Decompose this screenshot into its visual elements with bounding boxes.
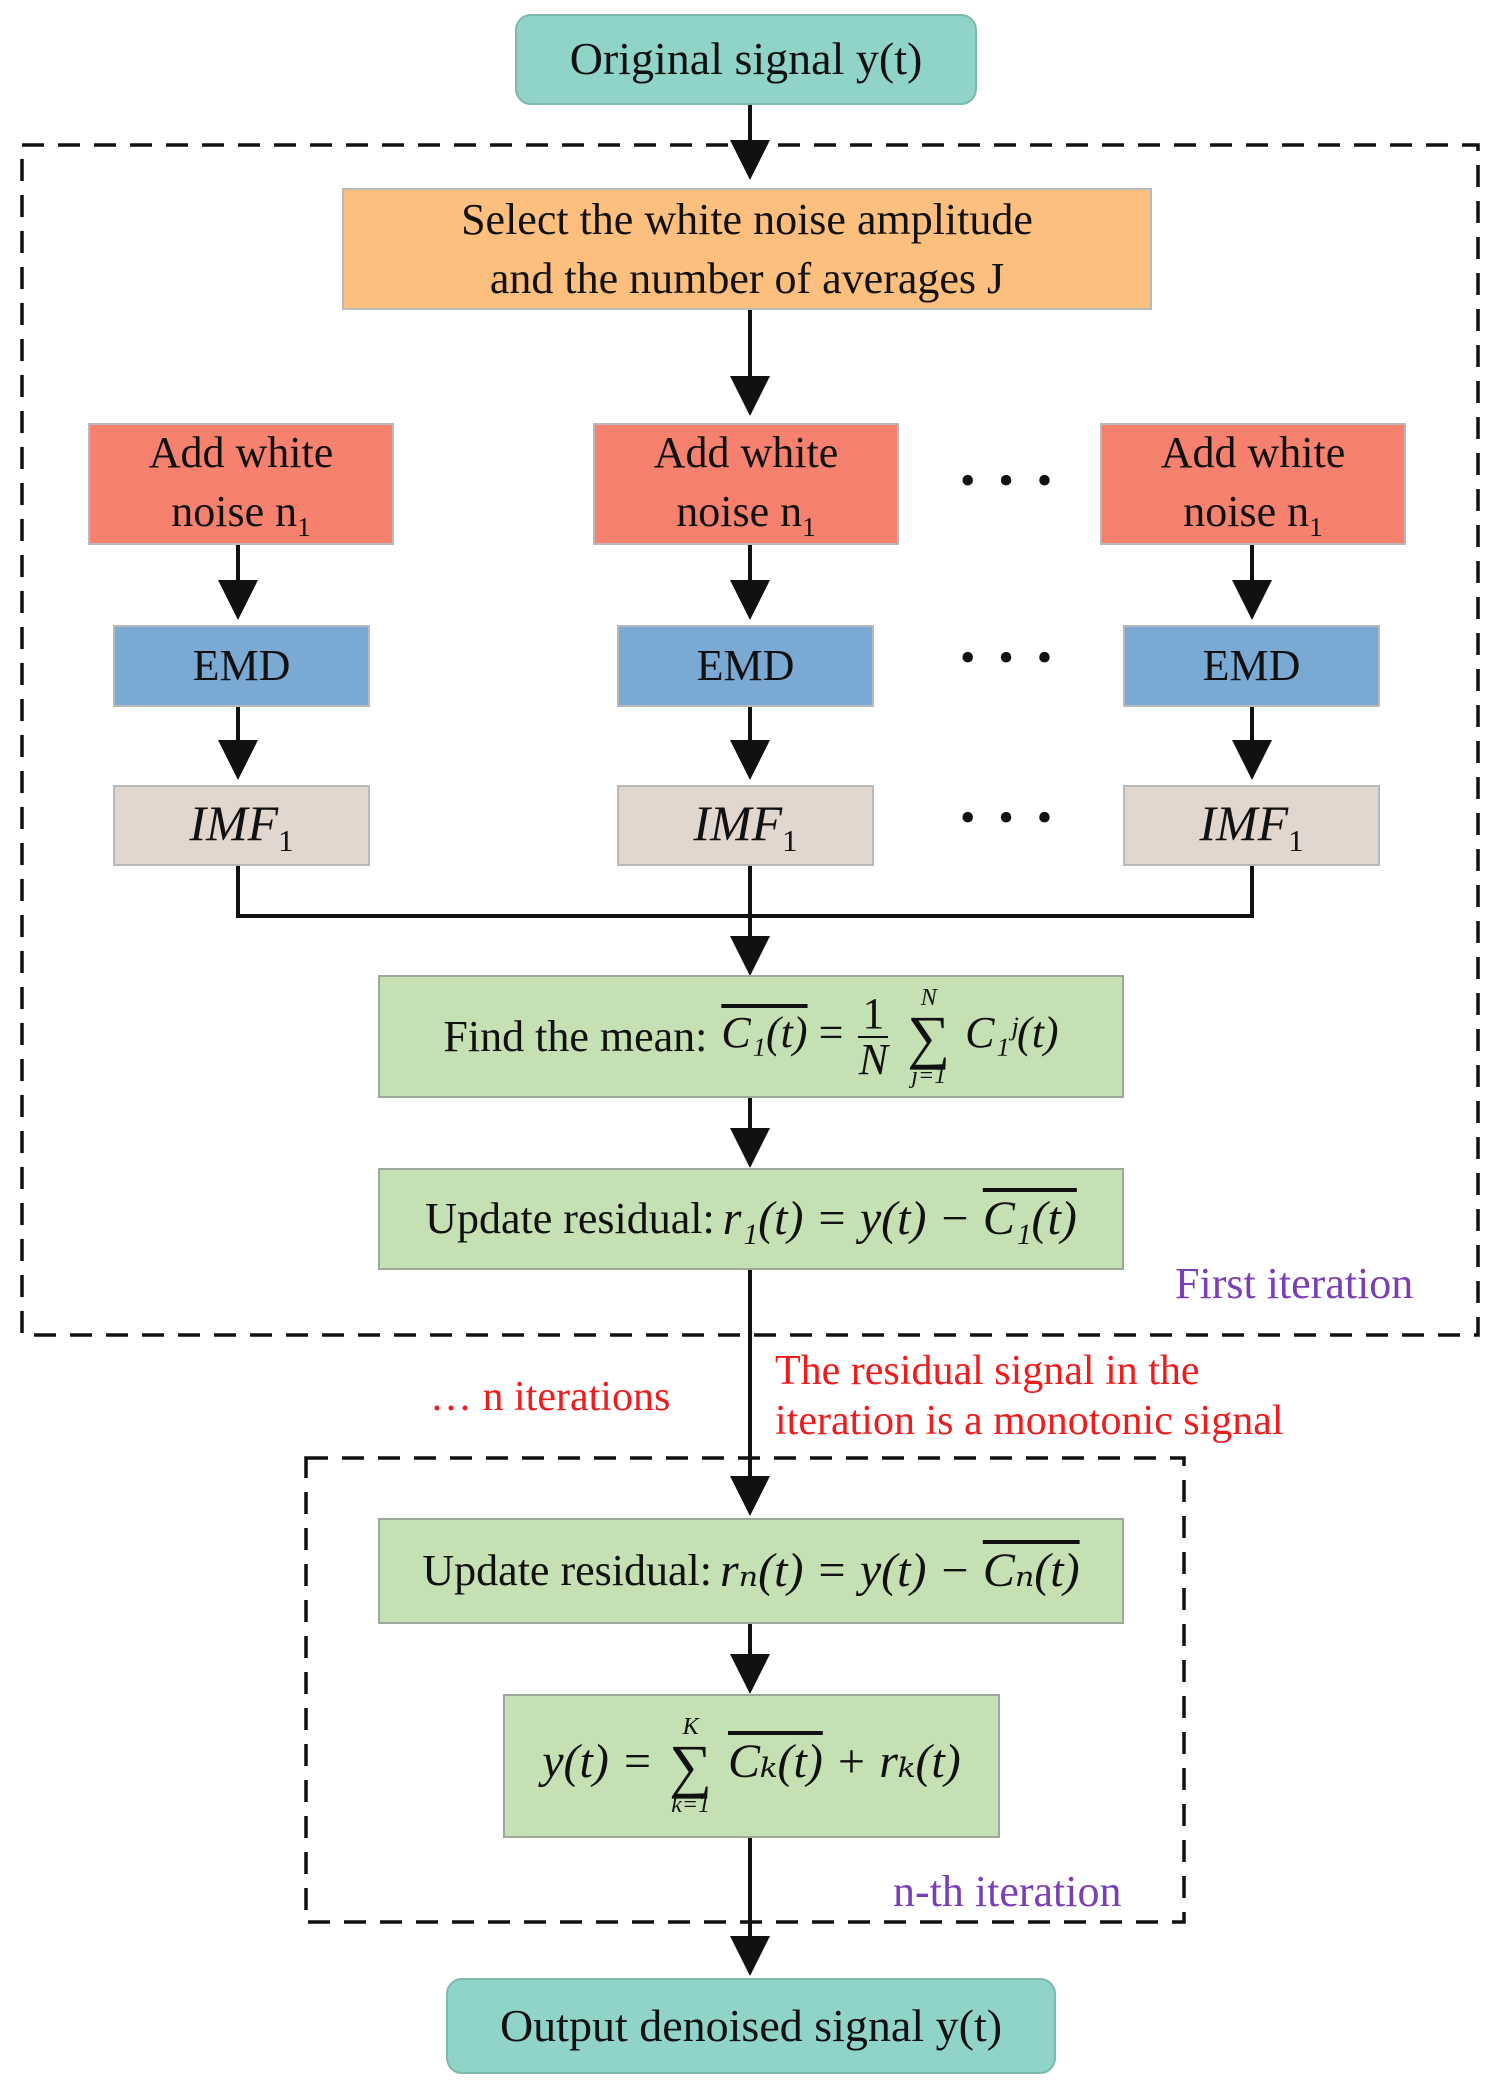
imf-merge-line <box>236 866 1254 918</box>
add-noise-node-mid: Add white noise n1 <box>593 423 899 545</box>
reconstruction-sum-symbol: K ∑ k=1 <box>669 1714 713 1818</box>
update-residual-label: Update residual: <box>425 1194 715 1244</box>
emd-label: EMD <box>1202 641 1301 691</box>
mean-term: C₁ʲ(t) <box>965 1007 1059 1057</box>
mean-formula: C₁(t) = 1 N N ∑ j=1 C₁ʲ(t) <box>721 986 1058 1088</box>
output-signal-label: Output denoised signal y(t) <box>499 1999 1003 2051</box>
add-noise-line1: Add white <box>1160 427 1346 477</box>
imf-node-mid: IMF1 <box>617 785 874 866</box>
add-noise-line2: noise n1 <box>676 486 816 542</box>
n-iterations-label: … n iterations <box>430 1374 671 1420</box>
emd-node-left: EMD <box>113 625 370 707</box>
add-noise-node-right: Add white noise n1 <box>1100 423 1406 545</box>
select-amplitude-node: Select the white noise amplitude and the… <box>342 188 1152 310</box>
imf-node-left: IMF1 <box>113 785 370 866</box>
update-residual-node: Update residual: r₁(t) = y(t) − C₁(t) <box>378 1168 1124 1270</box>
update-residual-n-formula: rₙ(t) = y(t) − Cₙ(t) <box>719 1543 1080 1597</box>
reconstruction-formula: y(t) = K ∑ k=1 Cₖ(t) + rₖ(t) <box>542 1714 961 1818</box>
emd-node-right: EMD <box>1123 625 1380 707</box>
emd-label: EMD <box>192 641 291 691</box>
mean-equals: = <box>818 1007 844 1057</box>
imf-label: IMF1 <box>189 794 294 858</box>
output-signal-node: Output denoised signal y(t) <box>446 1978 1056 2074</box>
mean-fraction: 1 N <box>858 988 889 1084</box>
residual-note: The residual signal in the iteration is … <box>775 1348 1284 1445</box>
original-signal-node: Original signal y(t) <box>515 14 977 105</box>
select-amplitude-line1: Select the white noise amplitude <box>461 194 1033 244</box>
mean-lhs: C₁(t) <box>721 1007 808 1057</box>
add-noise-line1: Add white <box>148 427 334 477</box>
mean-sum-symbol: N ∑ j=1 <box>907 984 951 1089</box>
update-residual-formula: r₁(t) = y(t) − C₁(t) <box>722 1191 1077 1245</box>
nth-iteration-frame <box>304 1456 1186 1924</box>
emd-node-mid: EMD <box>617 625 874 707</box>
find-mean-node: Find the mean: C₁(t) = 1 N N ∑ j=1 C₁ʲ(t… <box>378 975 1124 1098</box>
imf-label: IMF1 <box>1199 794 1304 858</box>
find-mean-label: Find the mean: <box>443 1011 708 1061</box>
ellipsis-emd: • • • <box>960 633 1059 682</box>
imf-label: IMF1 <box>693 794 798 858</box>
select-amplitude-line2: and the number of averages J <box>489 254 1005 303</box>
add-noise-line2: noise n1 <box>1183 486 1323 542</box>
nth-iteration-label: n-th iteration <box>893 1867 1122 1916</box>
add-noise-node-left: Add white noise n1 <box>88 423 394 545</box>
add-noise-line1: Add white <box>653 427 839 477</box>
ellipsis-add-noise: • • • <box>960 456 1059 505</box>
ellipsis-imf: • • • <box>960 793 1059 842</box>
first-iteration-label: First iteration <box>1175 1259 1414 1308</box>
update-residual-n-node: Update residual: rₙ(t) = y(t) − Cₙ(t) <box>378 1518 1124 1624</box>
add-noise-line2: noise n1 <box>171 486 311 542</box>
update-residual-n-label: Update residual: <box>422 1546 712 1596</box>
reconstruction-node: y(t) = K ∑ k=1 Cₖ(t) + rₖ(t) <box>503 1694 1000 1838</box>
imf-node-right: IMF1 <box>1123 785 1380 866</box>
emd-label: EMD <box>696 641 795 691</box>
original-signal-label: Original signal y(t) <box>569 33 923 85</box>
